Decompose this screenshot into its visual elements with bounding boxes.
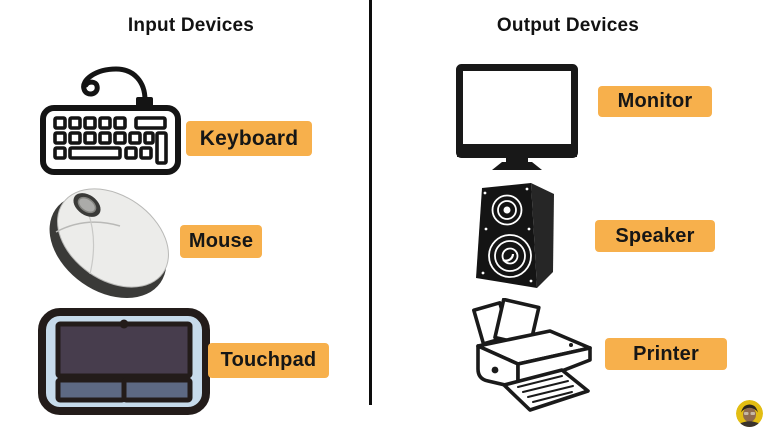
- presenter-avatar: [736, 400, 763, 427]
- mouse-label: Mouse: [180, 225, 262, 258]
- output-devices-title: Output Devices: [496, 15, 640, 36]
- monitor-label: Monitor: [598, 86, 712, 117]
- section-divider: [369, 0, 372, 405]
- input-devices-title: Input Devices: [127, 15, 255, 36]
- monitor-icon: [456, 64, 578, 170]
- speaker-label: Speaker: [595, 220, 715, 252]
- speaker-icon: [476, 183, 554, 288]
- mouse-icon: [49, 188, 169, 299]
- printer-icon: [472, 298, 592, 412]
- printer-label: Printer: [605, 338, 727, 370]
- keyboard-label: Keyboard: [186, 121, 312, 156]
- keyboard-icon: [40, 66, 181, 175]
- touchpad-icon: [38, 308, 210, 415]
- touchpad-label: Touchpad: [208, 343, 329, 378]
